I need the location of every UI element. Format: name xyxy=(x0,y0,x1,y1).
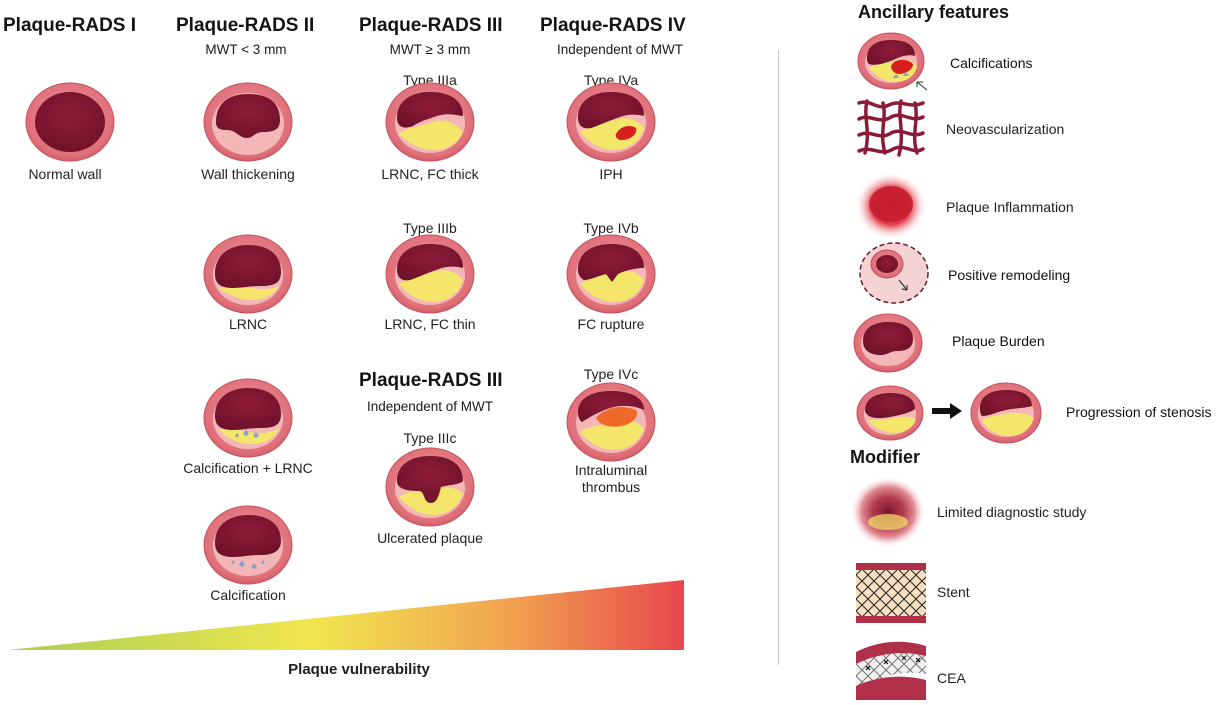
label-progression-of-stenosis: Progression of stenosis xyxy=(1066,404,1212,420)
calcifications-icon xyxy=(857,32,928,91)
vessel-calc-lrnc-icon xyxy=(203,378,293,458)
label-lrnc: LRNC xyxy=(228,316,268,332)
label-calcifications: Calcifications xyxy=(950,55,1033,71)
subtitle-plaque-rads-3-independent: Independent of MWT xyxy=(366,399,494,414)
label-thrombus-line1: Intraluminal xyxy=(574,462,648,478)
vessel-thrombus-icon xyxy=(566,382,656,462)
progression-arrow-icon xyxy=(932,403,962,419)
vessel-wall-thickening-icon xyxy=(203,82,293,162)
label-neovascularization: Neovascularization xyxy=(946,121,1065,137)
header-plaque-rads-1: Plaque-RADS I xyxy=(3,15,137,36)
progression-large-vessel-icon xyxy=(970,382,1042,444)
modifier-title: Modifier xyxy=(850,447,920,467)
limited-diagnostic-study-icon xyxy=(850,476,926,548)
subtitle-plaque-rads-2: MWT < 3 mm xyxy=(205,42,287,57)
header-plaque-rads-3: Plaque-RADS III xyxy=(359,15,503,36)
header-plaque-rads-3-independent: Plaque-RADS III xyxy=(359,370,503,391)
vulnerability-gradient-wedge xyxy=(8,580,684,650)
type-4b-label: Type IVb xyxy=(583,220,639,236)
label-lrnc-fc-thick: LRNC, FC thick xyxy=(381,166,479,182)
stent-icon xyxy=(856,563,926,623)
label-stent: Stent xyxy=(937,584,970,600)
label-positive-remodeling: Positive remodeling xyxy=(948,267,1071,283)
subtitle-plaque-rads-3: MWT ≥ 3 mm xyxy=(389,42,471,57)
header-plaque-rads-2: Plaque-RADS II xyxy=(176,15,315,36)
label-lrnc-fc-thin: LRNC, FC thin xyxy=(384,316,476,332)
vessel-lrnc-fc-thick-icon xyxy=(385,82,475,162)
type-3a-label: Type IIIa xyxy=(403,72,457,88)
vessel-normal-wall-icon xyxy=(25,82,115,162)
label-plaque-inflammation: Plaque Inflammation xyxy=(946,199,1074,215)
neovascularization-icon xyxy=(857,99,925,157)
label-wall-thickening: Wall thickening xyxy=(201,166,295,182)
progression-small-vessel-icon xyxy=(856,385,924,441)
vessel-ulcerated-plaque-icon xyxy=(385,447,475,527)
label-cea: CEA xyxy=(937,670,966,686)
ancillary-features-title: Ancillary features xyxy=(858,2,1010,22)
label-calcification: Calcification xyxy=(210,587,286,603)
label-ulcerated-plaque: Ulcerated plaque xyxy=(377,530,483,546)
vessel-lrnc-fc-thin-icon xyxy=(385,234,475,314)
cea-icon xyxy=(856,641,926,700)
label-thrombus: Intraluminal thrombus xyxy=(575,462,647,496)
type-4c-label: Type IVc xyxy=(583,366,639,382)
label-plaque-burden: Plaque Burden xyxy=(952,333,1045,349)
vessel-calcification-icon xyxy=(203,505,293,585)
vessel-fc-rupture-icon xyxy=(566,234,656,314)
vessel-lrnc-icon xyxy=(203,234,293,314)
plaque-inflammation-icon xyxy=(855,172,927,240)
label-fc-rupture: FC rupture xyxy=(577,316,645,332)
section-divider xyxy=(778,50,779,665)
header-plaque-rads-4: Plaque-RADS IV xyxy=(540,15,686,36)
label-limited-diagnostic-study: Limited diagnostic study xyxy=(937,504,1087,520)
subtitle-plaque-rads-4: Independent of MWT xyxy=(556,42,684,57)
label-normal-wall: Normal wall xyxy=(28,166,102,182)
label-thrombus-line2: thrombus xyxy=(581,479,641,495)
positive-remodeling-icon xyxy=(859,242,929,304)
plaque-burden-icon xyxy=(853,313,923,373)
type-4a-label: Type IVa xyxy=(583,72,639,88)
label-iph: IPH xyxy=(599,166,623,182)
label-calc-lrnc: Calcification + LRNC xyxy=(183,460,313,476)
type-3c-label: Type IIIc xyxy=(403,430,457,446)
vessel-iph-icon xyxy=(566,82,656,162)
label-plaque-vulnerability: Plaque vulnerability xyxy=(288,661,430,678)
type-3b-label: Type IIIb xyxy=(403,220,457,236)
